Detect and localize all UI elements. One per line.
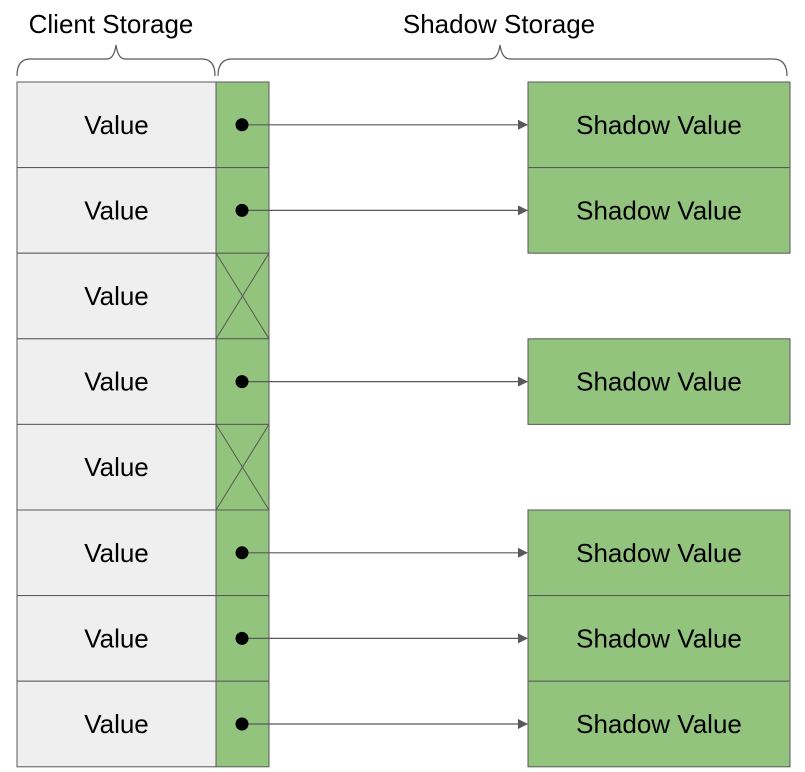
shadow-value-cell xyxy=(527,595,791,682)
client-value-label: Value xyxy=(84,452,149,482)
pointer-dot xyxy=(235,631,249,645)
pointer-dot xyxy=(235,375,249,389)
client-value-label: Value xyxy=(84,367,149,397)
null-pointer-cross-b xyxy=(215,252,270,340)
shadow-storage-brace xyxy=(217,44,788,77)
client-value-label: Value xyxy=(84,110,149,140)
shadow-value-label: Shadow Value xyxy=(576,110,742,140)
shadow-value-label: Shadow Value xyxy=(576,538,742,568)
pointer-dot xyxy=(235,118,249,132)
client-storage-brace xyxy=(16,44,216,77)
pointer-dot xyxy=(235,203,249,217)
client-value-label: Value xyxy=(84,709,149,739)
client-value-cell xyxy=(16,252,217,340)
client-value-cell xyxy=(16,81,217,169)
client-value-label: Value xyxy=(84,281,149,311)
shadow-value-cell xyxy=(527,509,791,597)
null-pointer-cross-b xyxy=(215,424,270,511)
client-storage-header: Client Storage xyxy=(29,9,194,39)
pointer-dot xyxy=(235,546,249,560)
shadow-value-label: Shadow Value xyxy=(576,709,742,739)
client-value-label: Value xyxy=(84,623,149,653)
client-value-cell xyxy=(16,595,217,682)
shadow-value-label: Shadow Value xyxy=(576,367,742,397)
shadow-value-cell xyxy=(527,338,791,425)
client-value-label: Value xyxy=(84,195,149,225)
shadow-value-label: Shadow Value xyxy=(576,623,742,653)
shadow-value-cell xyxy=(527,680,791,768)
shadow-storage-header: Shadow Storage xyxy=(403,9,595,39)
shadow-value-cell xyxy=(527,167,791,254)
client-value-cell xyxy=(16,338,217,425)
client-value-label: Value xyxy=(84,538,149,568)
shadow-value-label: Shadow Value xyxy=(576,195,742,225)
pointer-dot xyxy=(235,717,249,731)
client-value-cell xyxy=(16,509,217,597)
